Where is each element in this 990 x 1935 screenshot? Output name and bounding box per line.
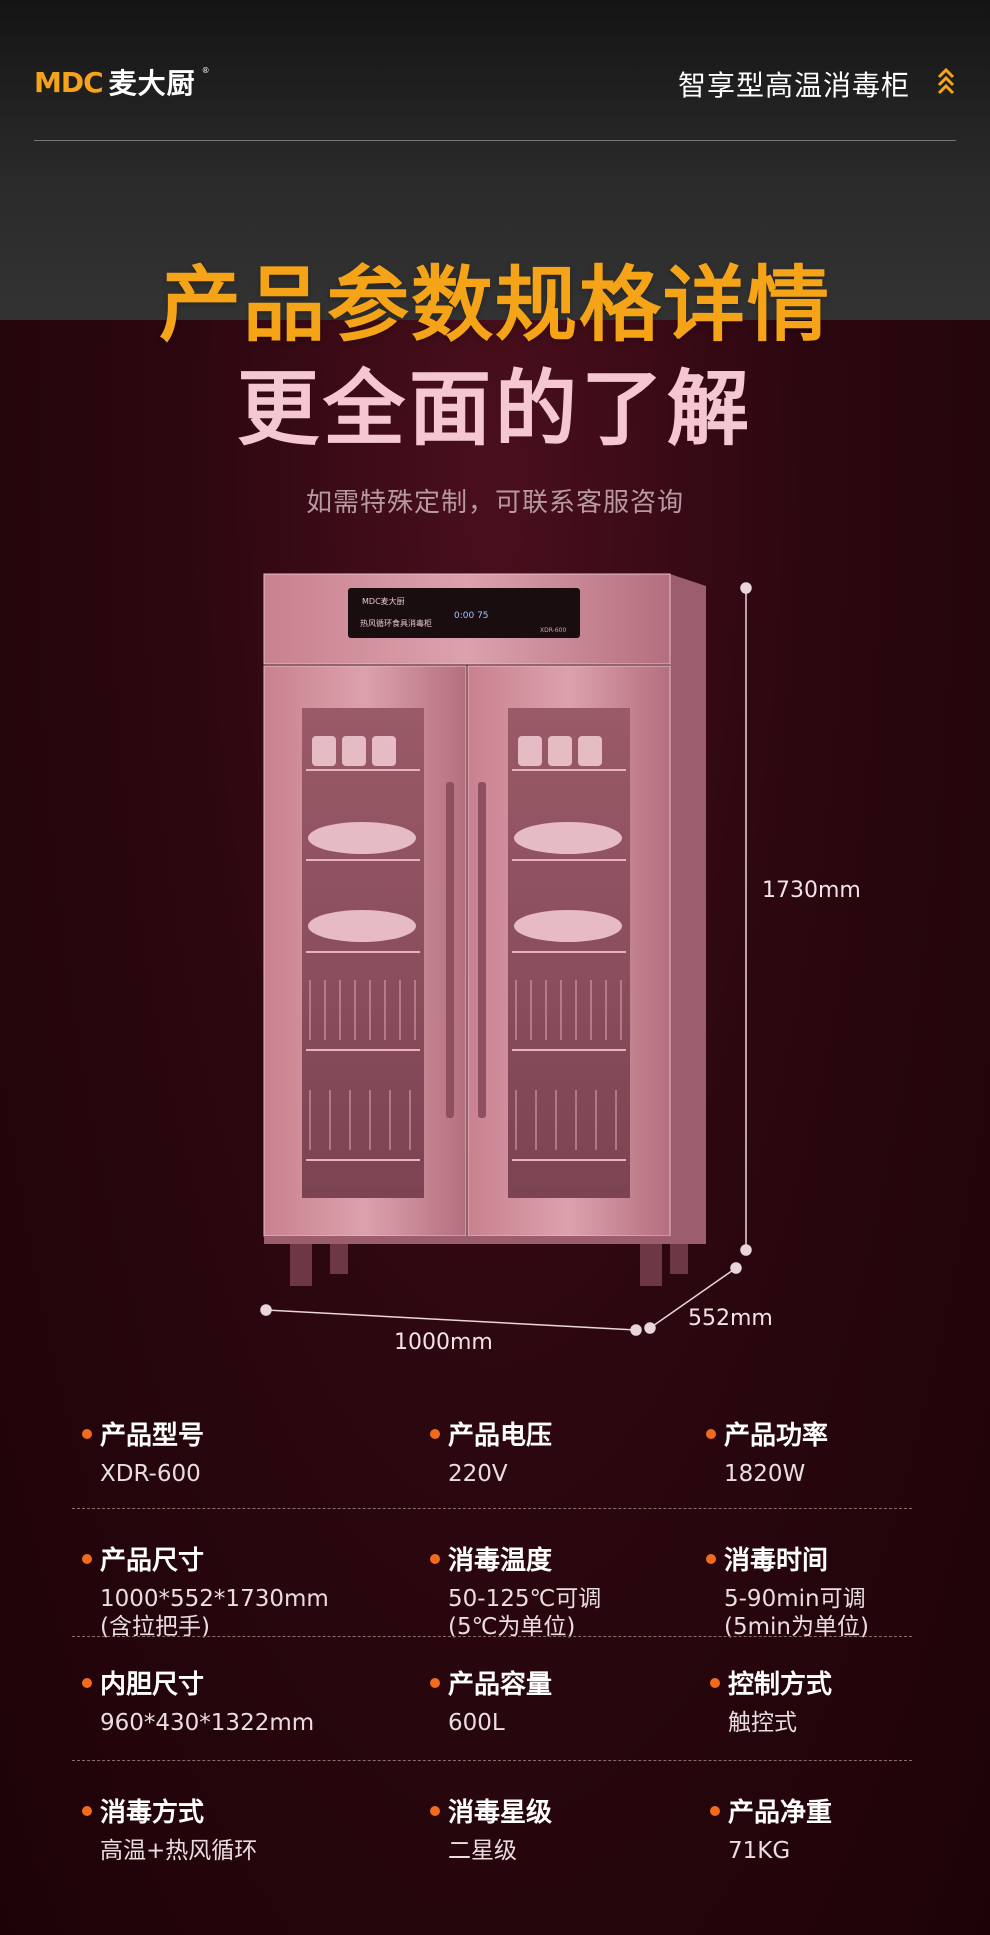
page-subheadline: 更全面的了解	[236, 362, 753, 457]
bullet-dot	[82, 1805, 92, 1816]
header-band	[0, 0, 990, 320]
disinfection-cabinet-image: MDC麦大厨 热风循环食具消毒柜 0:00 75 XDR-600	[263, 573, 706, 1286]
bullet-dot	[82, 1553, 92, 1564]
height-dimension: 1730mm	[762, 878, 861, 903]
brand-logo: MDC 麦大厨 ®	[34, 62, 210, 102]
spec-label: 产品尺寸	[100, 1546, 205, 1576]
spec-value: 220V	[448, 1461, 508, 1487]
spec-label: 内胆尺寸	[100, 1670, 205, 1700]
spec-item: 消毒时间 5-90min可调 (5min为单位)	[706, 1540, 966, 1641]
width-dimension: 1000mm	[394, 1330, 493, 1355]
logo-mark: MDC	[34, 65, 104, 99]
spec-label: 消毒星级	[448, 1798, 553, 1828]
spec-label: 控制方式	[728, 1670, 833, 1700]
series-title: 智享型高温消毒柜	[677, 69, 910, 102]
spec-item: 消毒温度 50-125℃可调 (5℃为单位)	[430, 1540, 690, 1641]
spec-value: 1000*552*1730mm (含拉把手)	[100, 1586, 329, 1640]
chevron-up-icon	[937, 67, 955, 95]
row-divider	[72, 1760, 912, 1761]
spec-value: 高温+热风循环	[100, 1838, 258, 1864]
row-divider	[72, 1636, 912, 1637]
spec-label: 消毒时间	[724, 1546, 829, 1576]
spec-value: XDR-600	[100, 1461, 201, 1487]
bullet-dot	[710, 1677, 720, 1688]
spec-item: 产品尺寸 1000*552*1730mm (含拉把手)	[82, 1540, 342, 1641]
panel-brand: MDC麦大厨	[362, 596, 405, 606]
spec-item: 消毒方式 高温+热风循环	[82, 1792, 342, 1865]
spec-item: 内胆尺寸 960*430*1322mm	[82, 1664, 342, 1737]
spec-item: 消毒星级 二星级	[430, 1792, 690, 1865]
bullet-dot	[430, 1677, 440, 1688]
row-divider	[72, 1508, 912, 1509]
spec-label: 消毒温度	[448, 1546, 553, 1576]
bullet-dot	[706, 1553, 716, 1564]
spec-item: 控制方式 触控式	[710, 1664, 970, 1737]
logo-text: 麦大厨	[108, 67, 196, 100]
customization-note: 如需特殊定制，可联系客服咨询	[305, 488, 684, 518]
depth-dimension: 552mm	[688, 1306, 773, 1331]
bullet-dot	[710, 1805, 720, 1816]
spec-item: 产品型号 XDR-600	[82, 1415, 342, 1488]
spec-label: 产品容量	[448, 1670, 553, 1700]
spec-item: 产品净重 71KG	[710, 1792, 970, 1865]
panel-display: 0:00 75	[454, 611, 489, 621]
bullet-dot	[430, 1553, 440, 1564]
spec-label: 产品功率	[724, 1421, 829, 1451]
spec-item: 产品功率 1820W	[706, 1415, 966, 1488]
panel-small-text: XDR-600	[540, 627, 566, 634]
spec-value: 960*430*1322mm	[100, 1710, 315, 1736]
bullet-dot	[430, 1805, 440, 1816]
panel-label: 热风循环食具消毒柜	[360, 618, 432, 628]
page-headline: 产品参数规格详情	[158, 258, 831, 353]
spec-label: 产品电压	[448, 1421, 553, 1451]
bullet-dot	[82, 1428, 92, 1439]
spec-label: 产品型号	[100, 1421, 205, 1451]
spec-item: 产品容量 600L	[430, 1664, 690, 1737]
spec-value: 600L	[448, 1710, 505, 1736]
spec-item: 产品电压 220V	[430, 1415, 690, 1488]
spec-value: 50-125℃可调 (5℃为单位)	[448, 1586, 602, 1640]
bullet-dot	[706, 1428, 716, 1439]
spec-value: 触控式	[728, 1710, 797, 1736]
bullet-dot	[82, 1677, 92, 1688]
bullet-dot	[430, 1428, 440, 1439]
spec-label: 产品净重	[728, 1798, 833, 1828]
registered-mark: ®	[201, 65, 210, 75]
header-divider	[34, 140, 956, 141]
spec-value: 5-90min可调 (5min为单位)	[724, 1586, 869, 1640]
spec-value: 71KG	[728, 1838, 791, 1864]
spec-value: 1820W	[724, 1461, 806, 1487]
spec-label: 消毒方式	[100, 1798, 205, 1828]
spec-value: 二星级	[448, 1838, 517, 1864]
